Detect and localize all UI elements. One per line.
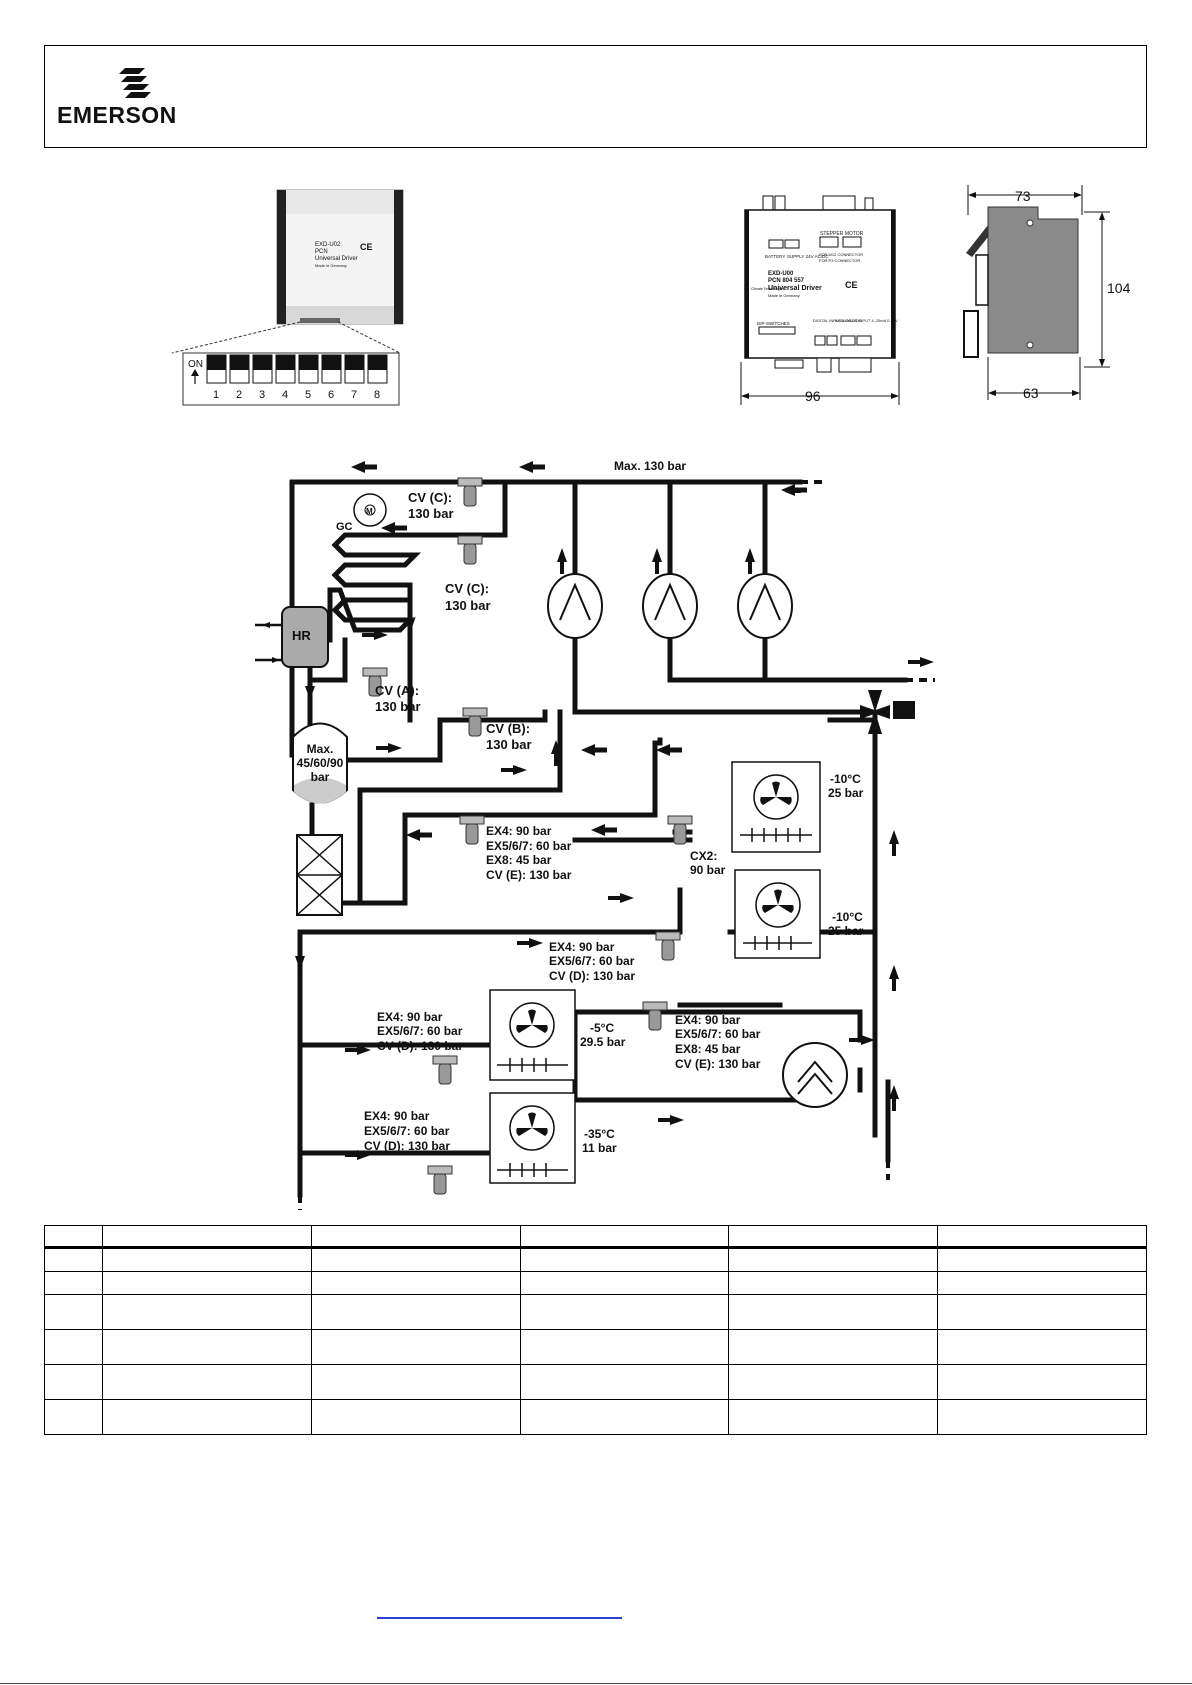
dip-number-1: 1 — [213, 389, 219, 401]
front-company: Climate Technologies — [751, 287, 784, 291]
dip-number-8: 8 — [374, 389, 380, 401]
hr-label: HR — [292, 628, 311, 643]
spec-table — [44, 1225, 1147, 1435]
front-dimension-drawing: STEPPER MOTOR BATTERY SUPPLY 24V AC/DC F… — [740, 195, 900, 405]
front-supply-label: SUPPLY 24V AC/DC — [787, 254, 829, 259]
ex3-line-2: EX5/6/7: 60 bar — [377, 1024, 463, 1038]
front-pcn: PCN 804 557 — [768, 278, 805, 284]
fan-motor-label: M — [366, 507, 373, 516]
front-stepper-label: STEPPER MOTOR — [820, 231, 864, 237]
front-battery-label: BATTERY — [765, 254, 785, 259]
footer-rule — [0, 1683, 1192, 1684]
emerson-logo: EMERSON — [57, 68, 207, 138]
evap3-temp: -5°C — [590, 1021, 614, 1035]
dip-switch-row — [206, 354, 388, 384]
evap2-temp: -10°C — [832, 910, 863, 924]
ex5-line-3: CV (D): 130 bar — [364, 1139, 450, 1153]
table-row — [44, 1271, 1147, 1295]
dip-on-label: ON — [188, 359, 203, 370]
evap2-pressure: 25 bar — [828, 924, 864, 938]
ex4-line-1: EX4: 90 bar — [675, 1013, 741, 1027]
table-row — [44, 1247, 1147, 1272]
front-product-name: Universal Driver — [768, 285, 822, 292]
page-header: EMERSON — [44, 45, 1147, 148]
ex2-line-1: EX4: 90 bar — [549, 940, 615, 954]
table-row — [44, 1294, 1147, 1330]
side-height-dim: 104 — [1107, 280, 1131, 296]
side-dimension-drawing: 73 104 63 — [963, 185, 1131, 401]
table-header-row — [44, 1225, 1147, 1249]
evap3-pressure: 29.5 bar — [580, 1035, 626, 1049]
table-row — [44, 1399, 1147, 1435]
product-photo: EXD-U02 PCN Universal Driver Made in Ger… — [171, 189, 404, 406]
evap4-temp: -35°C — [584, 1127, 615, 1141]
cv-c-top-2: 130 bar — [408, 506, 454, 521]
ex4-line-2: EX5/6/7: 60 bar — [675, 1027, 761, 1041]
emerson-logo-icon — [119, 68, 151, 98]
photo-label-made: Made in Germany — [315, 263, 347, 268]
ex3-line-1: EX4: 90 bar — [377, 1010, 443, 1024]
evap1-pressure: 25 bar — [828, 786, 864, 800]
cv-c-top-1: CV (C): — [408, 490, 452, 505]
ex4-line-3: EX8: 45 bar — [675, 1042, 741, 1056]
ex4-line-4: CV (E): 130 bar — [675, 1057, 761, 1071]
ex5-line-1: EX4: 90 bar — [364, 1109, 430, 1123]
dip-number-6: 6 — [328, 389, 334, 401]
ex5-line-2: EX5/6/7: 60 bar — [364, 1124, 450, 1138]
ex3-line-3: CV (D): 130 bar — [377, 1039, 463, 1053]
front-m12-label: FOR M12 CONNECTOR — [819, 252, 863, 257]
cv-a-1: CV (A): — [375, 683, 419, 698]
cv-b-1: CV (B): — [486, 721, 530, 736]
dip-number-3: 3 — [259, 389, 265, 401]
gc-label: GC — [336, 521, 353, 533]
front-made-in: Made in Germany — [768, 293, 800, 298]
ex2-line-2: EX5/6/7: 60 bar — [549, 954, 635, 968]
cv-b-2: 130 bar — [486, 737, 532, 752]
ex1-line-1: EX4: 90 bar — [486, 824, 552, 838]
front-model: EXD-U00 — [768, 271, 794, 277]
photo-ce-mark: CE — [360, 242, 373, 252]
photo-label-model: EXD-U02 — [315, 242, 341, 248]
dip-number-2: 2 — [236, 389, 242, 401]
ex1-line-2: EX5/6/7: 60 bar — [486, 839, 572, 853]
ex1-line-4: CV (E): 130 bar — [486, 868, 572, 882]
cv-a-2: 130 bar — [375, 699, 421, 714]
cv-c-mid-1: CV (C): — [445, 581, 489, 596]
dip-number-5: 5 — [305, 389, 311, 401]
refrigeration-schematic: HR Max. 45/60/90 bar M GC — [255, 459, 935, 1210]
front-p3-label: FOR P3 CONNECTOR — [819, 258, 860, 263]
ex1-line-3: EX8: 45 bar — [486, 853, 552, 867]
max-pressure-label: Max. 130 bar — [614, 459, 686, 473]
receiver-label-1: Max. — [307, 742, 334, 756]
cx2-line-2: 90 bar — [690, 863, 726, 877]
ex2-line-3: CV (D): 130 bar — [549, 969, 635, 983]
hyperlink-underline[interactable] — [377, 1617, 622, 1619]
evap1-temp: -10°C — [830, 772, 861, 786]
photo-label-name: Universal Driver — [315, 256, 358, 262]
front-width-dim: 96 — [805, 388, 821, 404]
cx2-line-1: CX2: — [690, 849, 717, 863]
front-ce-mark: CE — [845, 280, 858, 290]
table-row — [44, 1329, 1147, 1365]
dip-number-7: 7 — [351, 389, 357, 401]
side-top-dim: 73 — [1015, 188, 1031, 204]
side-bottom-dim: 63 — [1023, 385, 1039, 401]
front-digital-label: DIGITAL INPUT 24VAC/DC — [813, 318, 862, 323]
front-analogue-label: ANALOGUE INPUT 4..20mA 0-10V — [835, 318, 898, 323]
receiver-label-2: 45/60/90 — [297, 756, 344, 770]
receiver-label-3: bar — [311, 770, 330, 784]
front-dip-label: DIP-SWITCHES — [757, 321, 790, 326]
evap4-pressure: 11 bar — [582, 1141, 617, 1155]
logo-text: EMERSON — [57, 102, 177, 128]
cv-c-mid-2: 130 bar — [445, 598, 491, 613]
table-row — [44, 1364, 1147, 1400]
photo-label-pcn: PCN — [315, 249, 328, 255]
dip-number-4: 4 — [282, 389, 288, 401]
